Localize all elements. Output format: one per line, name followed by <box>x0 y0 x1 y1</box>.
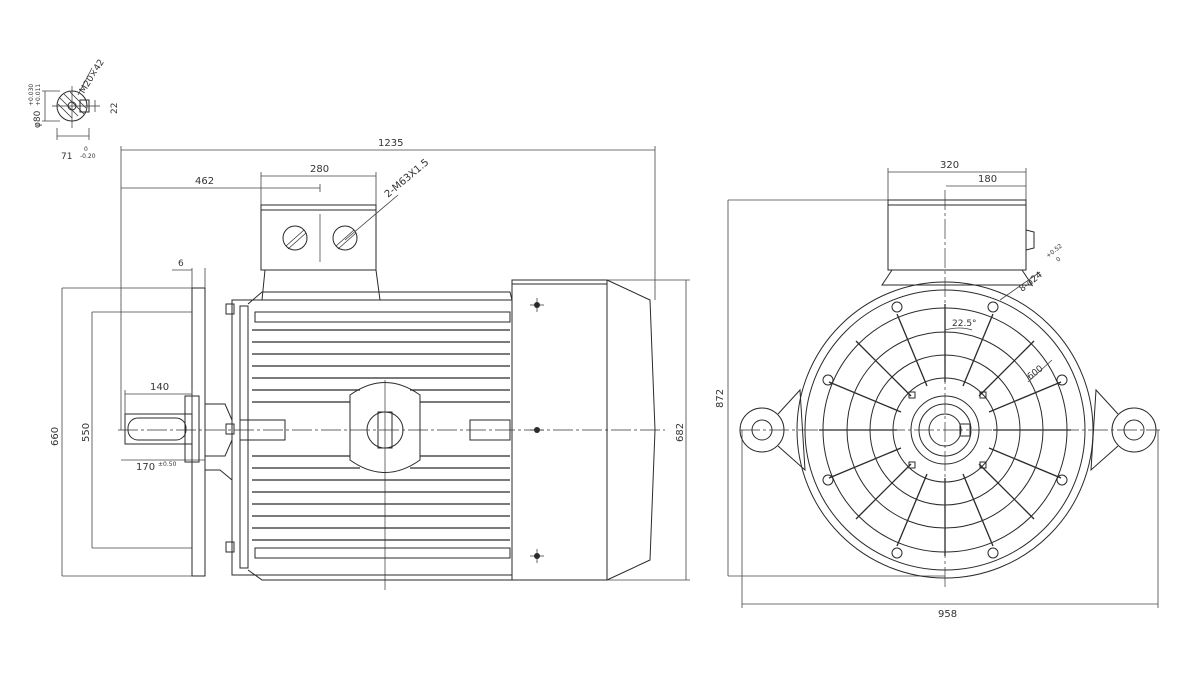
angle-label: 22.5° <box>952 319 977 329</box>
holes-tol-upper: +0.52 <box>1045 243 1064 260</box>
pcd-label: 600 <box>1026 364 1046 383</box>
end-overall-width-label: 958 <box>938 609 957 620</box>
key-depth-label: 71 <box>61 152 72 162</box>
cooling-fins <box>252 329 510 541</box>
shaft-length-label: 140 <box>150 382 169 393</box>
shaft-thread-label: M20×42 <box>78 58 107 96</box>
spigot-diameter-label: 550 <box>81 423 92 442</box>
shaft-diameter-tol-upper: +0.030 <box>28 84 35 106</box>
flange-thickness-label: 6 <box>178 259 184 269</box>
end-box-width-label: 320 <box>940 160 959 171</box>
shaft-extension-tol: ±0.50 <box>158 461 177 468</box>
shaft-section-detail: φ80 +0.030 +0.011 M20×42 22 71 0 -0.20 <box>28 58 120 162</box>
flange-height-label: 660 <box>50 427 61 446</box>
holes-label: 8-φ24 <box>1018 270 1045 294</box>
side-overall-height-label: 682 <box>675 423 686 442</box>
key-depth-tol-upper: 0 <box>84 146 88 153</box>
overall-length-label: 1235 <box>378 138 403 149</box>
shaft-to-box-label: 462 <box>195 176 214 187</box>
shaft-diameter-tol-lower: +0.011 <box>35 84 42 106</box>
shaft-extension-label: 170 <box>136 462 155 473</box>
end-box-offset-label: 180 <box>978 174 997 185</box>
end-overall-height-label: 872 <box>715 389 726 408</box>
cable-gland-label: 2-M63X1.5 <box>383 157 431 200</box>
terminal-box-width-label: 280 <box>310 164 329 175</box>
key-depth-tol-lower: -0.20 <box>80 153 96 160</box>
key-width-label: 22 <box>110 103 120 114</box>
side-view: 1235 462 280 2-M63X1.5 660 550 <box>50 138 690 590</box>
end-view: 320 180 872 958 <box>715 160 1160 620</box>
holes-tol-lower: 0 <box>1055 256 1062 264</box>
shaft-diameter-label: φ80 <box>33 110 43 128</box>
